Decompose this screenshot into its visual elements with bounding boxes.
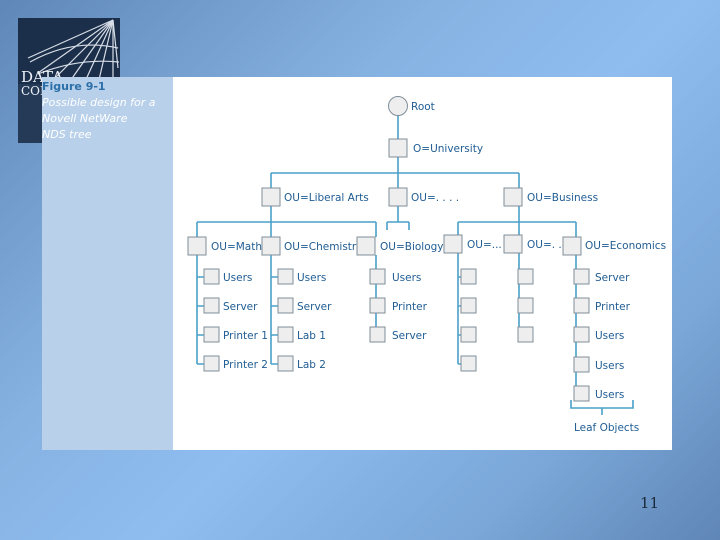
unnamed-1-leaf-box-2 <box>460 297 477 314</box>
root-node-icon <box>388 96 408 116</box>
ou-liberal-arts-label: OU=Liberal Arts <box>284 192 369 204</box>
economics-leaf-box-4 <box>573 356 590 373</box>
biology-leaf-box-1 <box>369 268 386 285</box>
unnamed-2-leaf-box-2 <box>517 297 534 314</box>
figure-caption-line-1: Possible design for a <box>42 96 156 109</box>
unnamed-2-leaf-box-1 <box>517 268 534 285</box>
ou-economics-label: OU=Economics <box>585 240 666 252</box>
unnamed-1-leaf-box-4 <box>460 355 477 372</box>
organization-node-box <box>388 138 408 158</box>
chemistry-leaf-label-1: Users <box>297 272 326 284</box>
economics-leaf-box-1 <box>573 268 590 285</box>
chemistry-leaf-box-2 <box>277 297 294 314</box>
unnamed-1-leaf-box-3 <box>460 326 477 343</box>
chemistry-leaf-box-3 <box>277 326 294 343</box>
ou-economics-box <box>562 236 582 256</box>
math-leaf-box-3 <box>203 326 220 343</box>
ou-unnamed-2-label: OU=. . <box>527 239 562 251</box>
root-label: Root <box>411 101 435 113</box>
economics-leaf-box-3 <box>573 326 590 343</box>
figure-caption-panel <box>42 77 173 450</box>
math-leaf-box-2 <box>203 297 220 314</box>
ou-chemistry-box <box>261 236 281 256</box>
ou-biology-label: OU=Biology <box>380 241 444 253</box>
economics-leaf-label-4: Users <box>595 360 624 372</box>
economics-leaf-label-1: Server <box>595 272 630 284</box>
math-leaf-box-1 <box>203 268 220 285</box>
organization-label: O=University <box>413 143 483 155</box>
ou-unnamed-top-box <box>388 187 408 207</box>
nds-tree-diagram: Root O=University OU=Liberal Arts OU=. .… <box>173 77 672 450</box>
biology-leaf-label-1: Users <box>392 272 421 284</box>
ou-chemistry-label: OU=Chemistry <box>284 241 362 253</box>
ou-business-box <box>503 187 523 207</box>
economics-leaf-box-2 <box>573 297 590 314</box>
economics-leaf-label-2: Printer <box>595 301 631 313</box>
page-number: 11 <box>640 494 660 512</box>
economics-leaf-label-3: Users <box>595 330 624 342</box>
math-leaf-label-4: Printer 2 <box>223 359 268 371</box>
chemistry-leaf-box-1 <box>277 268 294 285</box>
economics-leaf-label-5: Users <box>595 389 624 401</box>
unnamed-1-leaf-box-1 <box>460 268 477 285</box>
biology-leaf-box-3 <box>369 326 386 343</box>
ou-unnamed-1-box <box>443 234 463 254</box>
figure-caption-line-3: NDS tree <box>42 128 92 141</box>
leaf-objects-label: Leaf Objects <box>574 422 639 434</box>
ou-business-label: OU=Business <box>527 192 598 204</box>
ou-math-label: OU=Math <box>211 241 262 253</box>
economics-leaf-box-5 <box>573 385 590 402</box>
math-leaf-label-1: Users <box>223 272 252 284</box>
ou-unnamed-1-label: OU=... <box>467 239 502 251</box>
biology-leaf-label-2: Printer <box>392 301 428 313</box>
figure-label: Figure 9-1 <box>42 80 106 93</box>
chemistry-leaf-box-4 <box>277 355 294 372</box>
figure-caption-line-2: Novell NetWare <box>42 112 128 125</box>
unnamed-2-leaf-box-3 <box>517 326 534 343</box>
ou-liberal-arts-box <box>261 187 281 207</box>
chemistry-leaf-label-3: Lab 1 <box>297 330 326 342</box>
tree-connectors <box>196 115 634 415</box>
chemistry-leaf-label-2: Server <box>297 301 332 313</box>
math-leaf-box-4 <box>203 355 220 372</box>
nds-tree-svg: Root O=University OU=Liberal Arts OU=. .… <box>187 96 666 434</box>
chemistry-leaf-label-4: Lab 2 <box>297 359 326 371</box>
math-leaf-label-3: Printer 1 <box>223 330 268 342</box>
ou-unnamed-2-box <box>503 234 523 254</box>
biology-leaf-label-3: Server <box>392 330 427 342</box>
ou-unnamed-top-label: OU=. . . . <box>411 192 459 204</box>
biology-leaf-box-2 <box>369 297 386 314</box>
ou-math-box <box>187 236 207 256</box>
ou-biology-box <box>356 236 376 256</box>
math-leaf-label-2: Server <box>223 301 258 313</box>
